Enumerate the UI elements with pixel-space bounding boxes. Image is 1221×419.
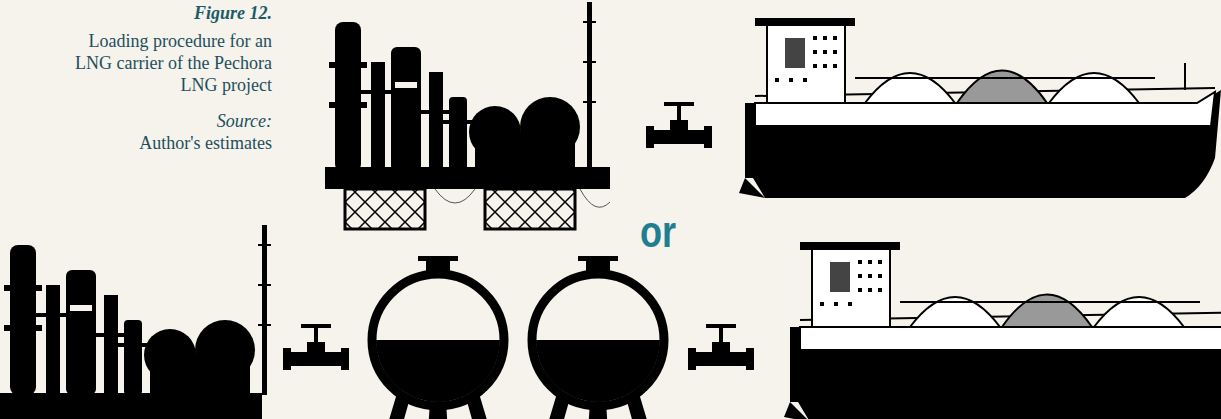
source-note: Author's estimates	[40, 132, 272, 154]
storage-tank	[528, 256, 668, 419]
figure-caption: Loading procedure for an LNG carrier of …	[60, 30, 272, 96]
valve-symbol	[688, 324, 754, 370]
offshore-platform	[325, 2, 610, 229]
onshore-plant	[0, 225, 271, 419]
valve-symbol	[646, 102, 712, 148]
alternative-label: or	[609, 208, 707, 256]
valve-symbol	[283, 324, 349, 370]
storage-tank	[368, 256, 508, 419]
source-label: Source:	[60, 110, 272, 132]
lng-carrier	[739, 18, 1221, 198]
figure-title: Figure 12.	[60, 2, 272, 24]
lng-carrier	[784, 242, 1221, 419]
